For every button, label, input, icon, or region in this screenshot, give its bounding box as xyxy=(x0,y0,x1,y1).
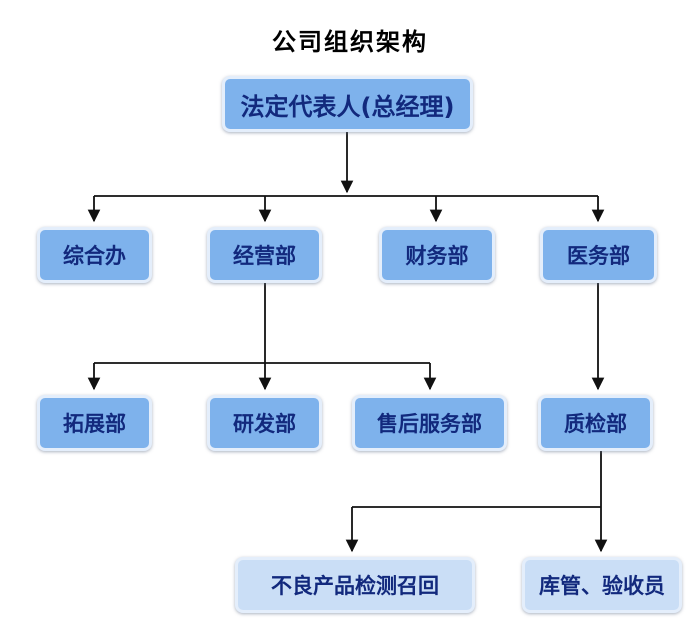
node-quality-dept: 质检部 xyxy=(538,395,653,451)
node-aftersales-dept: 售后服务部 xyxy=(352,395,507,451)
node-expansion-dept: 拓展部 xyxy=(37,395,152,451)
node-general-office: 综合办 xyxy=(37,227,152,283)
page-title: 公司组织架构 xyxy=(272,28,428,56)
node-warehouse-inspector: 库管、验收员 xyxy=(522,557,682,613)
node-defective-product-recall: 不良产品检测召回 xyxy=(235,557,475,613)
node-finance-dept: 财务部 xyxy=(379,227,495,283)
node-legal-representative: 法定代表人(总经理) xyxy=(222,76,473,132)
node-medical-dept: 医务部 xyxy=(540,227,657,283)
node-operations-dept: 经营部 xyxy=(207,227,322,283)
node-rnd-dept: 研发部 xyxy=(207,395,322,451)
